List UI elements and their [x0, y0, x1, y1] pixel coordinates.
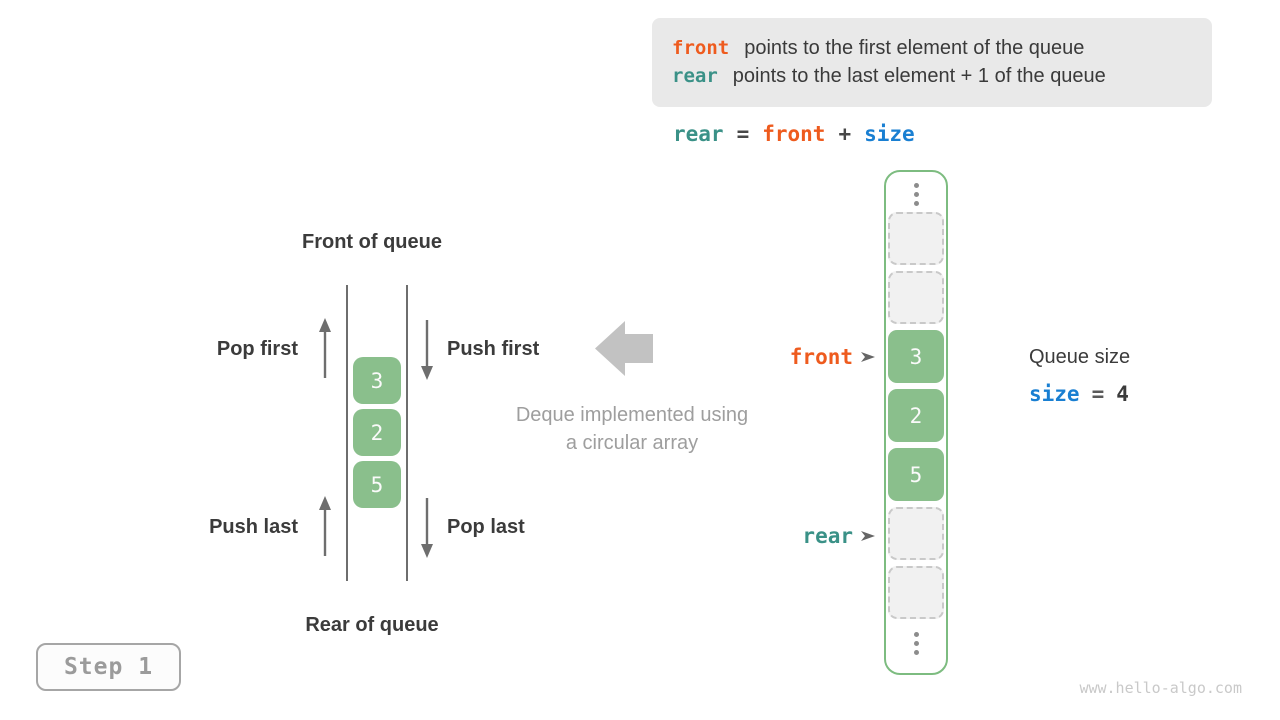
- channel-right-line: [406, 285, 408, 581]
- caption-line-1: Deque implemented using: [515, 404, 749, 426]
- legend-box: front points to the first element of the …: [652, 18, 1212, 107]
- formula-equals: =: [736, 122, 750, 146]
- formula-plus: +: [838, 122, 852, 146]
- legend-line-rear: rear points to the last element + 1 of th…: [672, 65, 1192, 88]
- down-arrow-icon: [421, 498, 433, 558]
- array-cell-rear: [888, 507, 944, 560]
- array-cell-empty: [888, 566, 944, 619]
- array-cell-empty: [888, 212, 944, 265]
- push-last-label: Push last: [209, 516, 298, 538]
- watermark: www.hello-algo.com: [1079, 679, 1242, 697]
- rear-pointer: rear: [732, 524, 876, 548]
- down-arrow-icon: [421, 320, 433, 380]
- center-caption: Deque implemented using a circular array: [491, 401, 773, 457]
- deque-cell: 3: [353, 357, 401, 404]
- array-cell-empty: [888, 271, 944, 324]
- left-arrow-icon: [595, 321, 653, 376]
- front-pointer: front: [732, 345, 876, 369]
- array-cell: 5: [888, 448, 944, 501]
- chevron-right-icon: [861, 352, 875, 362]
- channel-left-line: [346, 285, 348, 581]
- formula-size: size: [864, 122, 915, 146]
- deque-cell: 5: [353, 461, 401, 508]
- push-first-label: Push first: [447, 338, 540, 360]
- ellipsis-icon: [905, 183, 927, 206]
- legend-rear-text: points to the last element + 1 of the qu…: [732, 65, 1106, 87]
- legend-line-front: front points to the first element of the …: [672, 37, 1192, 60]
- legend-front-text: points to the first element of the queue: [744, 37, 1085, 59]
- chevron-right-icon: [861, 531, 875, 541]
- size-value: 4: [1116, 382, 1129, 406]
- up-arrow-icon: [319, 496, 331, 556]
- caption-line-2: a circular array: [565, 432, 699, 454]
- front-of-queue-label: Front of queue: [302, 231, 442, 253]
- size-keyword: size: [1029, 382, 1080, 406]
- up-arrow-icon: [319, 318, 331, 378]
- formula: rear = front + size: [673, 122, 915, 146]
- queue-size-value-line: size = 4: [1029, 382, 1129, 406]
- formula-front: front: [762, 122, 826, 146]
- step-badge: Step 1: [36, 643, 181, 691]
- ellipsis-icon: [905, 632, 927, 655]
- rear-keyword: rear: [672, 65, 718, 87]
- deque-cell: 2: [353, 409, 401, 456]
- array-cell: 2: [888, 389, 944, 442]
- front-pointer-label: front: [789, 345, 853, 369]
- queue-size-label: Queue size: [1029, 346, 1131, 368]
- pop-last-label: Pop last: [447, 516, 525, 538]
- front-keyword: front: [672, 37, 730, 59]
- formula-rear: rear: [673, 122, 724, 146]
- pop-first-label: Pop first: [216, 338, 298, 360]
- size-equals: =: [1091, 382, 1105, 406]
- rear-pointer-label: rear: [802, 524, 853, 548]
- array-cell-front: 3: [888, 330, 944, 383]
- rear-of-queue-label: Rear of queue: [305, 614, 439, 636]
